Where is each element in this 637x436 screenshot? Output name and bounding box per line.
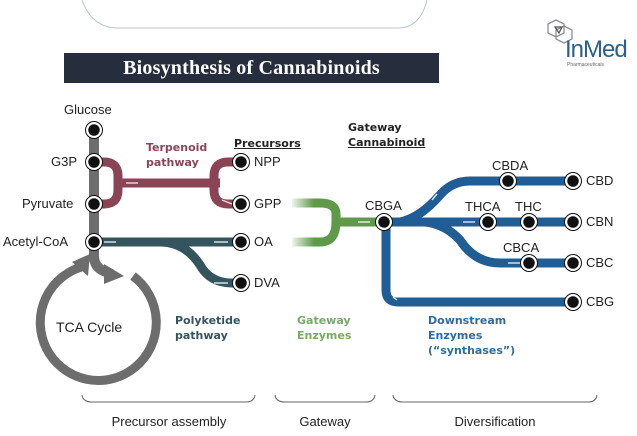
logo-name: InMed	[565, 36, 628, 63]
metabolism-arrowhead	[104, 264, 124, 284]
label-oa: OA	[254, 234, 273, 249]
node-cbga	[375, 213, 393, 231]
section-gateway: Gateway	[299, 414, 351, 429]
label-thca: THCA	[465, 199, 501, 214]
terpenoid-arrows	[126, 182, 233, 205]
label-pyruvate: Pyruvate	[22, 196, 74, 211]
node-thca	[479, 213, 497, 231]
label-acetyl-coa: Acetyl-CoA	[3, 234, 69, 249]
node-pyruvate	[85, 195, 103, 213]
node-cbn	[564, 213, 582, 231]
title-banner: Biosynthesis of Cannabinoids	[64, 53, 439, 83]
tca-cycle-ring	[35, 261, 161, 385]
node-thc	[520, 213, 538, 231]
header-precursors: Precursors	[234, 137, 301, 150]
label-cbga: CBGA	[365, 198, 402, 213]
node-glucose	[85, 121, 103, 139]
node-npp	[232, 153, 250, 171]
node-cbg	[564, 293, 582, 311]
label-dva: DVA	[254, 275, 280, 290]
node-cbda	[499, 172, 517, 190]
tca-arrowhead	[72, 254, 90, 276]
page-title: Biosynthesis of Cannabinoids	[123, 56, 380, 79]
label-gpp: GPP	[254, 196, 282, 211]
label-cbg: CBG	[586, 294, 615, 309]
node-cbc	[564, 254, 582, 272]
label-glucose: Glucose	[64, 102, 112, 117]
node-g3p	[85, 153, 103, 171]
node-dva	[232, 274, 250, 292]
node-gpp	[232, 195, 250, 213]
label-cbc: CBC	[586, 255, 614, 270]
label-thc: THC	[515, 199, 542, 214]
header-gateway-cannabinoid: Gateway Cannabinoid	[348, 121, 426, 149]
label-g3p: G3P	[51, 154, 78, 169]
label-cbn: CBN	[586, 214, 614, 229]
gateway-pathway-lines	[292, 198, 341, 247]
label-cbca: CBCA	[503, 240, 540, 255]
label-cbda: CBDA	[492, 158, 529, 173]
label-npp: NPP	[254, 154, 281, 169]
label-tca-cycle: TCA Cycle	[56, 319, 123, 335]
pathway-nodes	[85, 121, 582, 311]
section-diversification: Diversification	[454, 414, 536, 429]
polyketide-arrows	[104, 241, 228, 284]
section-braces	[81, 394, 598, 403]
downstream-pathway-lines	[381, 176, 573, 307]
polyketide-pathway-lines	[97, 237, 236, 288]
section-precursor-assembly: Precursor assembly	[111, 414, 227, 429]
logo-subtitle: Pharmaceuticals	[567, 62, 604, 68]
node-cbd	[564, 172, 582, 190]
node-acetyl-coa	[85, 233, 103, 251]
node-oa	[232, 233, 250, 251]
downstream-arrows	[392, 193, 520, 301]
inmed-logo-icon	[547, 19, 573, 44]
label-cbd: CBD	[586, 173, 614, 188]
node-cbca	[520, 254, 538, 272]
top-arc-decoration	[81, 0, 428, 29]
